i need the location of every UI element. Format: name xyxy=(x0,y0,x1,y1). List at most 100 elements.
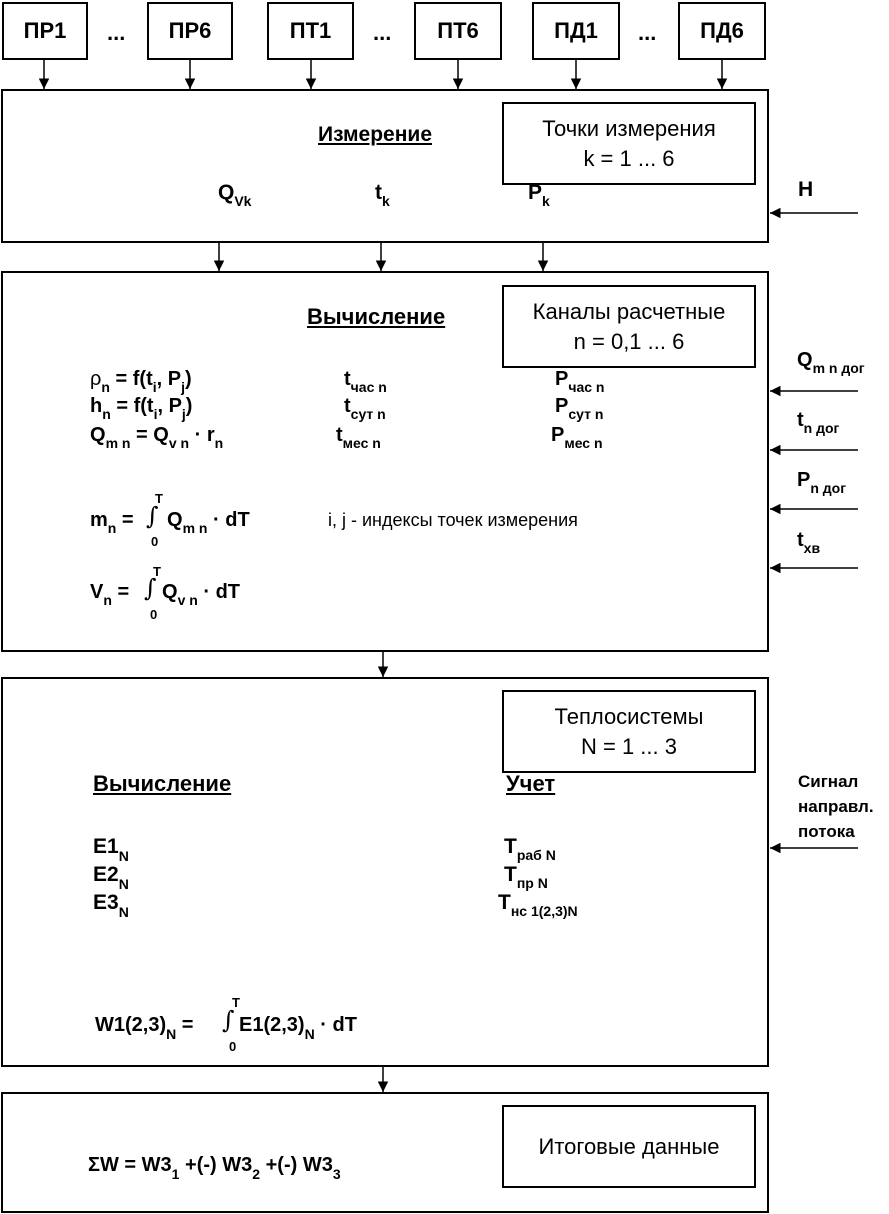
indices-note: i, j - индексы точек измерения xyxy=(328,510,578,530)
summary-block xyxy=(1,1092,769,1213)
subscript: N xyxy=(304,1026,315,1042)
m-symbol: m xyxy=(90,509,108,531)
integral-lower: 0 xyxy=(150,607,158,622)
systems-line1: Теплосистемы xyxy=(554,703,704,729)
sensor-box-pd1: ПД1 xyxy=(532,2,620,60)
sensor-label: ПТ1 xyxy=(289,18,332,43)
systems-line2: N = 1 ... 3 xyxy=(581,733,677,759)
ellipsis: ... xyxy=(107,20,126,45)
sensor-box-pd6: ПД6 xyxy=(678,2,766,60)
subscript: k xyxy=(382,193,390,209)
formula-text: ) xyxy=(185,395,193,417)
formula-rho: ρn = f(ti, Pj) xyxy=(90,368,192,394)
subscript: m n дог xyxy=(812,360,865,376)
e-symbol: E3 xyxy=(93,891,119,914)
heat-systems-block xyxy=(1,677,769,1067)
calculation-block xyxy=(1,271,769,652)
integral-upper: T xyxy=(153,564,161,579)
p-symbol: P xyxy=(555,368,569,390)
integral-sign: ∫ xyxy=(146,502,159,530)
integral-upper: T xyxy=(232,995,240,1010)
sensor-label: ПД1 xyxy=(554,18,598,43)
e2-item: E2N xyxy=(93,863,129,891)
w-symbol: W1(2,3) xyxy=(95,1014,167,1036)
subscript: N xyxy=(118,904,129,920)
t-symbol: T xyxy=(504,863,517,886)
subscript: Vk xyxy=(234,193,252,209)
input-q-dog: Qm n дог xyxy=(797,350,865,375)
t-symbol: T xyxy=(498,891,511,914)
formula-h: hn = f(ti, Pj) xyxy=(90,395,193,421)
symbol: P xyxy=(528,181,543,204)
sensor-label: ПТ6 xyxy=(437,18,479,43)
formula-text: = xyxy=(111,581,130,603)
t-work: Tраб N xyxy=(504,835,556,862)
v-symbol: V xyxy=(90,581,104,603)
e3-item: E3N xyxy=(93,891,129,919)
formula-vn-lhs: Vn = xyxy=(90,581,130,607)
measurement-block xyxy=(1,89,769,243)
e-symbol: E1(2,3) xyxy=(239,1014,305,1036)
sensor-box-pr1: ПР1 xyxy=(2,2,88,60)
subscript: нс 1(2,3)N xyxy=(510,903,578,919)
p-symbol: P xyxy=(797,469,811,491)
q-symbol: Q xyxy=(162,581,178,603)
subscript: m n xyxy=(105,435,131,451)
subscript: сут n xyxy=(350,406,386,422)
calculation-title: Вычисление xyxy=(307,304,446,329)
p-symbol: P xyxy=(551,424,565,446)
subscript: хв xyxy=(803,540,821,556)
ellipsis: ... xyxy=(373,20,392,45)
t-symbol: t xyxy=(336,424,343,446)
output-qvk: QVk xyxy=(218,181,251,208)
e-symbol: E2 xyxy=(93,863,119,886)
sensor-box-pr6: ПР6 xyxy=(147,2,233,60)
t-symbol: t xyxy=(797,409,804,431)
channels-line2: n = 0,1 ... 6 xyxy=(573,328,685,354)
integral-sign: ∫ xyxy=(222,1006,235,1034)
signal-line3: потока xyxy=(798,822,855,841)
subscript: час n xyxy=(568,379,605,395)
formula-text: = f(t xyxy=(110,395,154,417)
channels-box: Каналы расчетные n = 0,1 ... 6 xyxy=(502,285,756,368)
subscript: час n xyxy=(350,379,387,395)
formula-text: · r xyxy=(189,424,215,446)
symbol: Q xyxy=(218,181,235,204)
subscript: j xyxy=(181,379,185,395)
subscript: n xyxy=(214,435,224,451)
subscript: n дог xyxy=(803,420,840,436)
input-t-xv: tхв xyxy=(797,530,820,555)
subscript: n xyxy=(101,379,110,395)
p-symbol: P xyxy=(555,395,569,417)
formula-text: · dT xyxy=(197,581,241,603)
input-p-dog: Pn дог xyxy=(797,469,846,495)
t-symbol: t xyxy=(344,395,351,417)
subscript: 1 xyxy=(171,1166,180,1182)
heat-account-title: Учет xyxy=(506,771,556,796)
formula-mn-lhs: mn = xyxy=(90,509,134,535)
output-tk: tk xyxy=(375,182,390,208)
subscript: N xyxy=(118,876,129,892)
formula-text: , P xyxy=(157,395,182,417)
formula-text: · dT xyxy=(314,1014,357,1036)
w-lhs: W1(2,3)N = xyxy=(95,1014,194,1041)
integral-sign: ∫ xyxy=(144,574,157,602)
formula-text: ) xyxy=(184,368,192,390)
h-symbol: h xyxy=(90,395,103,417)
sensor-label: ПР6 xyxy=(168,18,212,43)
subscript: j xyxy=(181,406,186,422)
formula-text: +(-) W3 xyxy=(260,1154,333,1176)
formula-text: = xyxy=(176,1014,194,1036)
formula-vn-body: Qv n · dT xyxy=(162,581,241,607)
formula-text: ΣW = W3 xyxy=(88,1154,172,1176)
p-month: Pмес n xyxy=(551,424,603,450)
signal-label: Сигнал направл. потока xyxy=(798,769,874,844)
t-day: tсут n xyxy=(344,395,386,421)
subscript: v n xyxy=(177,592,198,608)
subscript: m n xyxy=(182,520,208,536)
sensor-box-pt1: ПТ1 xyxy=(267,2,354,60)
integral-lower: 0 xyxy=(229,1039,237,1054)
t-symbol: T xyxy=(504,835,517,858)
